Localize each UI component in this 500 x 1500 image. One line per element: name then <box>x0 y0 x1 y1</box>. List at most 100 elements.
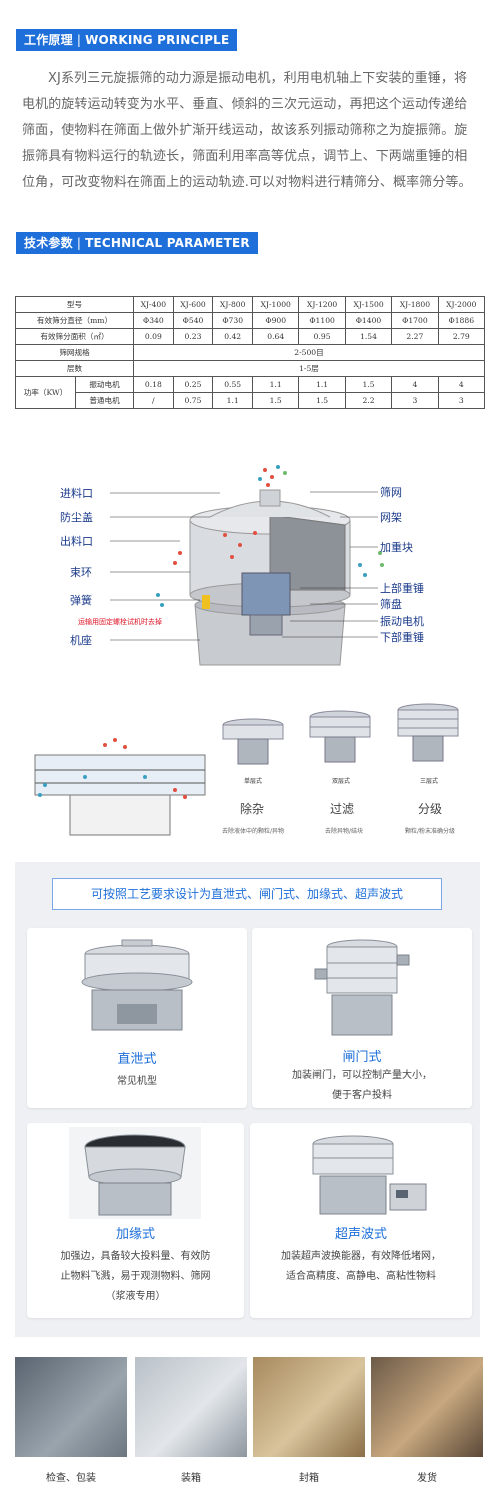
table-cell: 1.5 <box>344 376 393 393</box>
table-cell: XJ-1500 <box>344 296 393 313</box>
table-cell: 2.2 <box>344 392 393 409</box>
table-cell: 1.1 <box>212 392 254 409</box>
photo-crating <box>135 1357 247 1457</box>
app-desc-impurity-removal: 去除液体中的颗粒/异物 <box>222 828 285 835</box>
card-desc-line: 止物料飞溅，易于观测物料、筛网 <box>60 1271 211 1282</box>
table-cell: 2.27 <box>391 328 439 345</box>
table-cell: XJ-800 <box>212 296 254 313</box>
transport-warning: 运输用固定螺栓试机时去掉 <box>78 618 162 626</box>
card-desc: 加强边，具备较大投料量、有效防 止物料飞溅，易于观测物料、筛网 （浆液专用） <box>27 1247 244 1307</box>
card-desc-line: 常见机型 <box>117 1076 157 1087</box>
photo-sealing <box>253 1357 365 1457</box>
app-name-impurity-removal: 除杂 <box>240 802 265 816</box>
card-desc: 加装超声波换能器，有效降低堵网， 适合高精度、高静电、高粘性物料 <box>250 1247 472 1287</box>
section-title-en: TECHNICAL PARAMETER <box>85 236 250 250</box>
row-header: 筛网规格 <box>15 344 134 361</box>
card-title: 加缘式 <box>115 1227 155 1242</box>
table-cell: XJ-2000 <box>437 296 486 313</box>
section-title-cn: 技术参数 <box>24 236 73 250</box>
label-outlet: 出料口 <box>60 535 93 548</box>
table-cell: 0.25 <box>172 376 214 393</box>
app-type-single: 单层式 <box>244 778 263 785</box>
direct-discharge-sieve-image <box>81 939 193 1031</box>
intro-paragraph: XJ系列三元旋振筛的动力源是振动电机，利用电机轴上下安装的重锤，将电机的旋转运动… <box>22 71 472 190</box>
table-cell: 0.64 <box>252 328 300 345</box>
sieve-illustration <box>110 465 384 666</box>
table-cell: 0.18 <box>133 376 174 393</box>
section-title-en: WORKING PRINCIPLE <box>85 33 230 47</box>
section-title-sep: | <box>76 33 82 47</box>
row-header: 功率（KW） <box>15 376 76 409</box>
table-cell: 0.75 <box>172 392 214 409</box>
table-row-mesh: 筛网规格 2-500目 <box>15 344 485 361</box>
table-cell: XJ-400 <box>133 296 174 313</box>
table-cell: 1.5 <box>298 392 346 409</box>
table-cell: Φ730 <box>212 312 254 329</box>
table-cell: 0.23 <box>172 328 214 345</box>
section-title-cn: 工作原理 <box>24 33 73 47</box>
section-title-working-principle: 工作原理|WORKING PRINCIPLE <box>16 29 238 51</box>
table-cell: 0.55 <box>212 376 254 393</box>
variants-banner: 可按照工艺要求设计为直泄式、闸门式、加缘式、超声波式 <box>52 878 442 910</box>
label-vibration-motor: 振动电机 <box>380 615 424 628</box>
triple-layer-sieve-icon <box>397 703 459 762</box>
table-cell: 0.09 <box>133 328 174 345</box>
table-row-layers: 层数 1-5层 <box>15 360 485 377</box>
table-cell: 3 <box>391 392 439 409</box>
double-layer-sieve-icon <box>309 710 371 763</box>
table-cell: 1.54 <box>344 328 393 345</box>
card-title: 闸门式 <box>342 1050 382 1065</box>
photo-caption: 发货 <box>417 1473 437 1484</box>
card-desc-line: 加装超声波换能器，有效降低堵网， <box>281 1251 441 1262</box>
structure-diagram: 进料口 防尘盖 出料口 束环 弹簧 运输用固定螺栓试机时去掉 机座 筛网 网架 … <box>60 455 460 670</box>
card-desc-line: （浆液专用） <box>105 1291 166 1302</box>
label-weight-block: 加重块 <box>380 541 413 554</box>
label-feed-inlet: 进料口 <box>60 487 93 500</box>
single-layer-sieve-icon <box>222 718 284 765</box>
table-cell: Φ1400 <box>344 312 393 329</box>
table-row-vib-motor: 功率（KW） 振动电机 0.18 0.25 0.55 1.1 1.1 1.5 4… <box>15 376 486 409</box>
card-desc: 加装闸门，可以控制产量大小， 便于客户投料 <box>252 1066 472 1106</box>
card-desc-line: 适合高精度、高静电、高粘性物料 <box>286 1271 436 1282</box>
label-dust-cover: 防尘盖 <box>60 511 93 524</box>
photo-caption: 检查、包装 <box>46 1473 96 1484</box>
label-upper-weight: 上部重锤 <box>380 582 424 595</box>
label-base: 机座 <box>70 634 92 647</box>
card-desc-line: 加装闸门，可以控制产量大小， <box>292 1070 432 1081</box>
app-type-double: 双层式 <box>332 778 351 785</box>
row-subheader: 振动电机 <box>75 376 134 393</box>
table-cell: XJ-1200 <box>298 296 346 313</box>
row-header: 层数 <box>15 360 134 377</box>
card-rim-type: 加缘式 加强边，具备较大投料量、有效防 止物料飞溅，易于观测物料、筛网 （浆液专… <box>27 1123 244 1318</box>
table-row-model: 型号 XJ-400 XJ-600 XJ-800 XJ-1000 XJ-1200 … <box>15 296 486 313</box>
label-screen-mesh: 筛网 <box>380 486 402 499</box>
photo-caption: 装箱 <box>181 1473 201 1484</box>
table-cell: 3 <box>437 392 486 409</box>
table-cell: XJ-1800 <box>391 296 439 313</box>
table-row-area: 有效筛分面积（㎡） 0.09 0.23 0.42 0.64 0.95 1.54 … <box>15 328 486 345</box>
table-cell: XJ-600 <box>172 296 214 313</box>
card-direct-discharge: 直泄式 常见机型 <box>27 928 247 1108</box>
table-cell: 2-500目 <box>133 344 485 361</box>
card-desc-line: 加强边，具备较大投料量、有效防 <box>60 1251 211 1262</box>
table-cell: / <box>133 392 174 409</box>
table-cell: Φ1700 <box>391 312 439 329</box>
gate-type-sieve-image <box>314 939 410 1036</box>
table-cell: 1-5层 <box>133 360 485 377</box>
section-title-sep: | <box>76 236 82 250</box>
table-row-normal-motor: 普通电机 / 0.75 1.1 1.5 1.5 2.2 3 3 <box>16 392 486 409</box>
table-row-diameter: 有效筛分直径（mm） Φ340 Φ540 Φ730 Φ900 Φ1100 Φ14… <box>15 312 486 329</box>
sieve-side-view-illustration <box>34 738 206 836</box>
label-lower-weight: 下部重锤 <box>380 631 424 644</box>
table-cell: Φ540 <box>172 312 214 329</box>
card-desc: 常见机型 <box>27 1072 247 1092</box>
section-title-technical-parameter: 技术参数|TECHNICAL PARAMETER <box>16 232 258 254</box>
app-type-triple: 三层式 <box>420 778 439 785</box>
row-subheader: 普通电机 <box>75 392 134 409</box>
app-name-filtration: 过滤 <box>330 802 355 816</box>
applications-section: 单层式 双层式 三层式 除杂 过滤 分级 去除液体中的颗粒/异物 去除异物/结块… <box>0 700 500 850</box>
label-mesh-frame: 网架 <box>380 511 402 524</box>
row-header: 型号 <box>15 296 134 313</box>
label-clamp-ring: 束环 <box>70 566 92 579</box>
parameter-table: 型号 XJ-400 XJ-600 XJ-800 XJ-1000 XJ-1200 … <box>15 296 486 409</box>
